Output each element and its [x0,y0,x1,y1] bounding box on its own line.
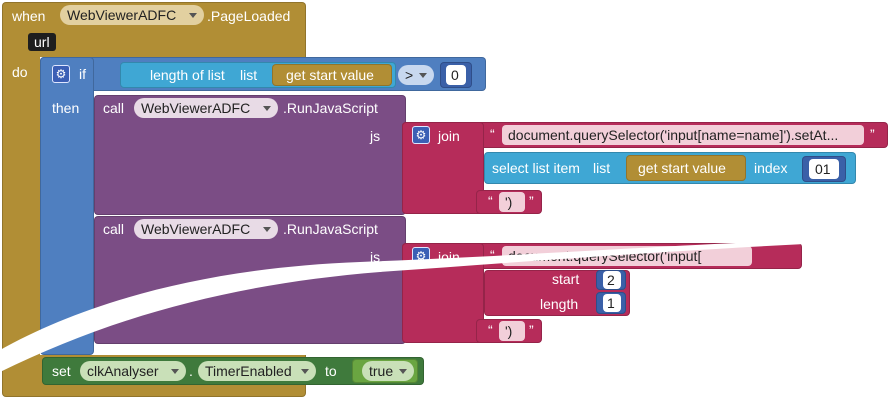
call2-component-name: WebViewerADFC [141,221,251,237]
quote-open: “ [490,126,495,142]
get-start-value-label: get start value [286,67,374,83]
gear-icon[interactable]: ⚙ [52,65,70,83]
chevron-down-icon [399,369,407,374]
chevron-down-icon [263,227,271,232]
call1-js-label: js [370,128,381,144]
length-list-label: list [240,67,258,83]
index-label: index [754,160,788,176]
event-name: .PageLoaded [207,8,291,24]
call2-js-label: js [370,249,381,265]
set-label: set [52,363,71,379]
number-field-0[interactable]: 0 [446,65,466,85]
boolean-value: true [369,363,394,379]
index-number-field[interactable]: 01 [809,159,839,179]
call2-call-label: call [103,221,125,237]
call1-method: .RunJavaScript [283,100,378,116]
compare-operator: > [405,67,414,83]
call2-method: .RunJavaScript [283,221,378,237]
when-label: when [12,8,46,24]
call1-component-name: WebViewerADFC [141,100,251,116]
start-label: start [552,271,580,287]
quote-close: ” [529,322,534,338]
quote-open: “ [488,193,493,209]
event-component-name: WebViewerADFC [67,7,177,23]
call1-call-label: call [103,100,125,116]
select-list-label: list [593,160,611,176]
chevron-down-icon [419,73,427,78]
quote-open: “ [488,322,493,338]
length-label: length [540,296,579,312]
get-start-value-block[interactable] [272,64,392,86]
start-number-field[interactable]: 2 [603,271,621,289]
chevron-down-icon [263,106,271,111]
quote-close: ” [870,126,875,142]
dot-separator: . [189,363,193,379]
to-label: to [325,363,337,379]
boolean-dropdown[interactable]: true [362,361,414,381]
event-component-dropdown[interactable]: WebViewerADFC [60,5,204,25]
length-of-list-label: length of list [150,67,225,83]
param-url-label: url [34,34,50,50]
compare-operator-dropdown[interactable]: > [398,65,434,85]
get-start-value-block-2[interactable] [626,155,746,181]
select-list-item-label: select list item [492,160,580,176]
call2-component-dropdown[interactable]: WebViewerADFC [134,219,278,239]
do-label: do [12,64,28,80]
param-url[interactable]: url [28,33,56,51]
chevron-down-icon [171,369,179,374]
set-component-name: clkAnalyser [87,363,159,379]
join1-label: join [438,128,460,144]
then-label: then [52,100,80,116]
set-property-dropdown[interactable]: TimerEnabled [198,361,316,381]
chevron-down-icon [189,13,197,18]
string-field-close-1[interactable]: ') [499,192,525,212]
set-property-name: TimerEnabled [205,363,292,379]
if-label: if [79,66,86,82]
length-number-field[interactable]: 1 [603,294,621,312]
string-field-close-2[interactable]: ') [499,321,525,341]
string-field-1[interactable]: document.querySelector('input[name=name]… [502,125,864,145]
chevron-down-icon [301,369,309,374]
quote-open: “ [490,247,495,263]
call1-component-dropdown[interactable]: WebViewerADFC [134,98,278,118]
gear-icon[interactable]: ⚙ [412,126,430,144]
if-block-body [40,57,94,355]
set-component-dropdown[interactable]: clkAnalyser [80,361,186,381]
quote-close: ” [529,193,534,209]
get-start-value-label-2: get start value [638,160,726,176]
